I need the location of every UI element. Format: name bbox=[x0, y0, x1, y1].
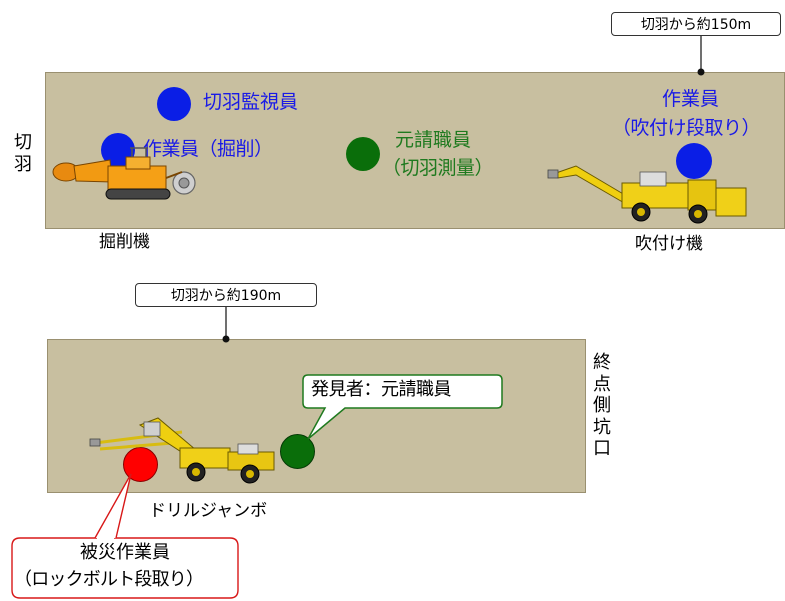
discoverer-label: 発見者：元請職員 bbox=[311, 379, 452, 400]
victim-callout bbox=[11, 537, 239, 599]
end-portal-char: 側 bbox=[593, 395, 611, 417]
sprayer-machine bbox=[547, 165, 747, 224]
distance-label-190m: 切羽から約190m bbox=[135, 283, 317, 307]
face-label-char: 羽 bbox=[14, 153, 32, 175]
spray-worker-label-line1: 作業員 bbox=[662, 88, 720, 110]
sprayer-label: 吹付け機 bbox=[635, 234, 703, 254]
face-label: 切 羽 bbox=[14, 132, 32, 175]
excavator-machine bbox=[52, 147, 196, 200]
victim-label-line1: 被災作業員 bbox=[80, 542, 170, 563]
face-label-char: 切 bbox=[14, 132, 32, 153]
end-portal-char: 点 bbox=[593, 373, 611, 395]
distance-190m-marker bbox=[222, 335, 230, 343]
prime-contractor-dot bbox=[346, 137, 380, 171]
prime-contractor-label-line2: （切羽測量） bbox=[382, 157, 494, 179]
distance-label-150m: 切羽から約150m bbox=[611, 12, 781, 36]
discoverer-bubble bbox=[302, 374, 503, 440]
excavator-label: 掘削機 bbox=[99, 232, 150, 252]
excavation-worker-label: 作業員（掘削） bbox=[143, 138, 273, 160]
distance-150m-marker bbox=[697, 68, 705, 76]
end-portal-char: 坑 bbox=[593, 416, 611, 438]
end-portal-char: 終 bbox=[593, 352, 611, 373]
drill-jumbo-machine bbox=[89, 417, 275, 484]
supervisor-dot bbox=[157, 87, 191, 121]
prime-contractor-label-line1: 元請職員 bbox=[395, 129, 472, 151]
discoverer-dot bbox=[280, 434, 315, 469]
end-portal-label: 終 点 側 坑 口 bbox=[593, 352, 611, 460]
victim-dot bbox=[123, 447, 158, 482]
end-portal-char: 口 bbox=[593, 438, 611, 460]
spray-worker-label-line2: （吹付け段取り） bbox=[612, 117, 761, 139]
spray-worker-dot bbox=[676, 143, 712, 179]
victim-label-line2: （ロックボルト段取り） bbox=[14, 569, 204, 590]
supervisor-label: 切羽監視員 bbox=[203, 91, 299, 113]
drill-jumbo-label: ドリルジャンボ bbox=[149, 501, 268, 521]
